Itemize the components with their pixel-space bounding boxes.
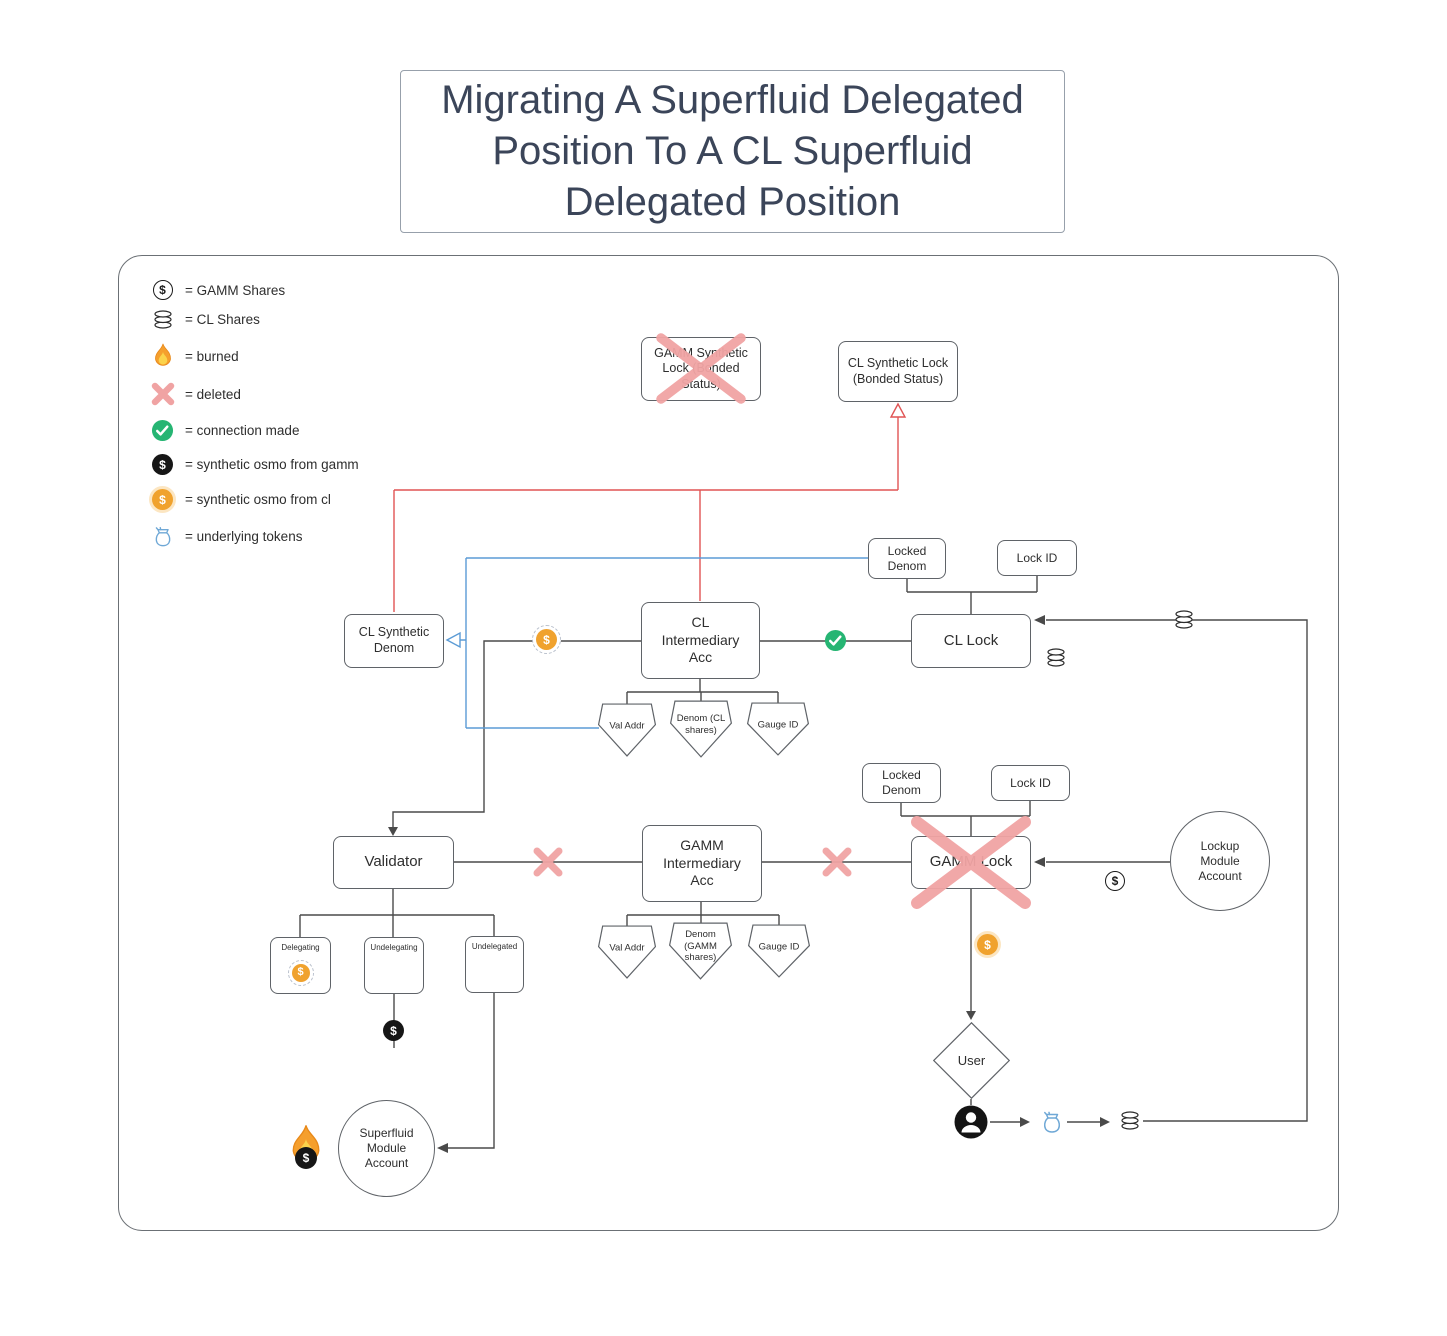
node-val-addr-cl: Val Addr [598,703,656,757]
synthetic-osmo-gamm-icon: $ [383,1020,404,1041]
node-gauge-id-cl: Gauge ID [747,702,809,756]
diagram-frame [118,255,1339,1231]
node-cl-lock: CL Lock [911,614,1031,668]
legend-label: = synthetic osmo from cl [185,492,331,507]
burned-icon [149,343,176,369]
legend-label: = deleted [185,386,241,402]
node-gamm-synthetic-lock: GAMM Synthetic Lock (Bonded Status) [641,337,761,401]
title-box: Migrating A Superfluid Delegated Positio… [400,70,1065,233]
legend-item-synthetic-osmo-cl: $ = synthetic osmo from cl [149,489,331,510]
node-gamm-lock: GAMM Lock [911,836,1031,889]
legend-label: = burned [185,348,239,364]
legend-item-synthetic-osmo-gamm: $ = synthetic osmo from gamm [149,454,359,475]
cl-shares-icon [1173,610,1195,629]
legend-label: = underlying tokens [185,529,303,544]
underlying-tokens-icon [149,524,176,549]
node-cl-synthetic-lock: CL Synthetic Lock (Bonded Status) [838,341,958,402]
user-avatar-icon [954,1105,988,1139]
legend-label: = connection made [185,423,300,438]
legend-label: = CL Shares [185,312,260,327]
node-lock-id-cl: Lock ID [997,540,1077,576]
node-user: User [933,1022,1010,1099]
gamm-shares-icon: $ [149,280,176,300]
synthetic-osmo-cl-icon: $ [532,625,561,654]
node-delegating: Delegating $ [270,937,331,994]
synthetic-osmo-cl-icon: $ [271,960,330,986]
node-gamm-intermediary-acc: GAMM Intermediary Acc [642,825,762,902]
node-val-addr-gamm: Val Addr [598,925,656,979]
node-gauge-id-gamm: Gauge ID [748,924,810,978]
node-undelegated: Undelegated [465,936,524,993]
connection-made-icon [149,419,176,442]
legend-item-underlying-tokens: = underlying tokens [149,524,302,549]
legend-label: = synthetic osmo from gamm [185,457,359,472]
connection-made-icon [824,629,847,652]
node-cl-synthetic-denom: CL Synthetic Denom [344,614,444,668]
node-superfluid-module-account: Superfluid Module Account [338,1100,435,1197]
legend-label: = GAMM Shares [185,282,286,298]
node-locked-denom-cl: Locked Denom [868,538,946,579]
legend-item-burned: = burned [149,343,239,369]
cl-shares-icon [1119,1111,1141,1130]
cl-shares-icon [149,310,176,329]
node-denom-gamm-shares: Denom (GAMM shares) [669,922,732,980]
synthetic-osmo-gamm-icon: $ [149,454,176,475]
node-lockup-module-account: Lockup Module Account [1170,811,1270,911]
legend-item-gamm-shares: $ = GAMM Shares [149,280,285,300]
legend-item-connection-made: = connection made [149,419,299,442]
gamm-shares-icon: $ [1105,871,1125,891]
deleted-icon [149,381,176,407]
synthetic-osmo-cl-icon: $ [149,489,176,510]
node-locked-denom-gamm: Locked Denom [862,763,941,803]
cl-shares-icon [1045,648,1067,667]
synthetic-osmo-gamm-icon: $ [295,1147,317,1169]
legend-item-deleted: = deleted [149,381,241,407]
legend-item-cl-shares: = CL Shares [149,310,260,329]
node-denom-cl-shares: Denom (CL shares) [670,700,732,758]
node-cl-intermediary-acc: CL Intermediary Acc [641,602,760,679]
page-title: Migrating A Superfluid Delegated Positio… [441,77,1024,225]
node-validator: Validator [333,836,454,889]
synthetic-osmo-cl-icon: $ [977,934,998,955]
node-lock-id-gamm: Lock ID [991,765,1070,801]
node-undelegating: Undelegating [364,937,424,994]
underlying-tokens-icon [1040,1109,1064,1135]
